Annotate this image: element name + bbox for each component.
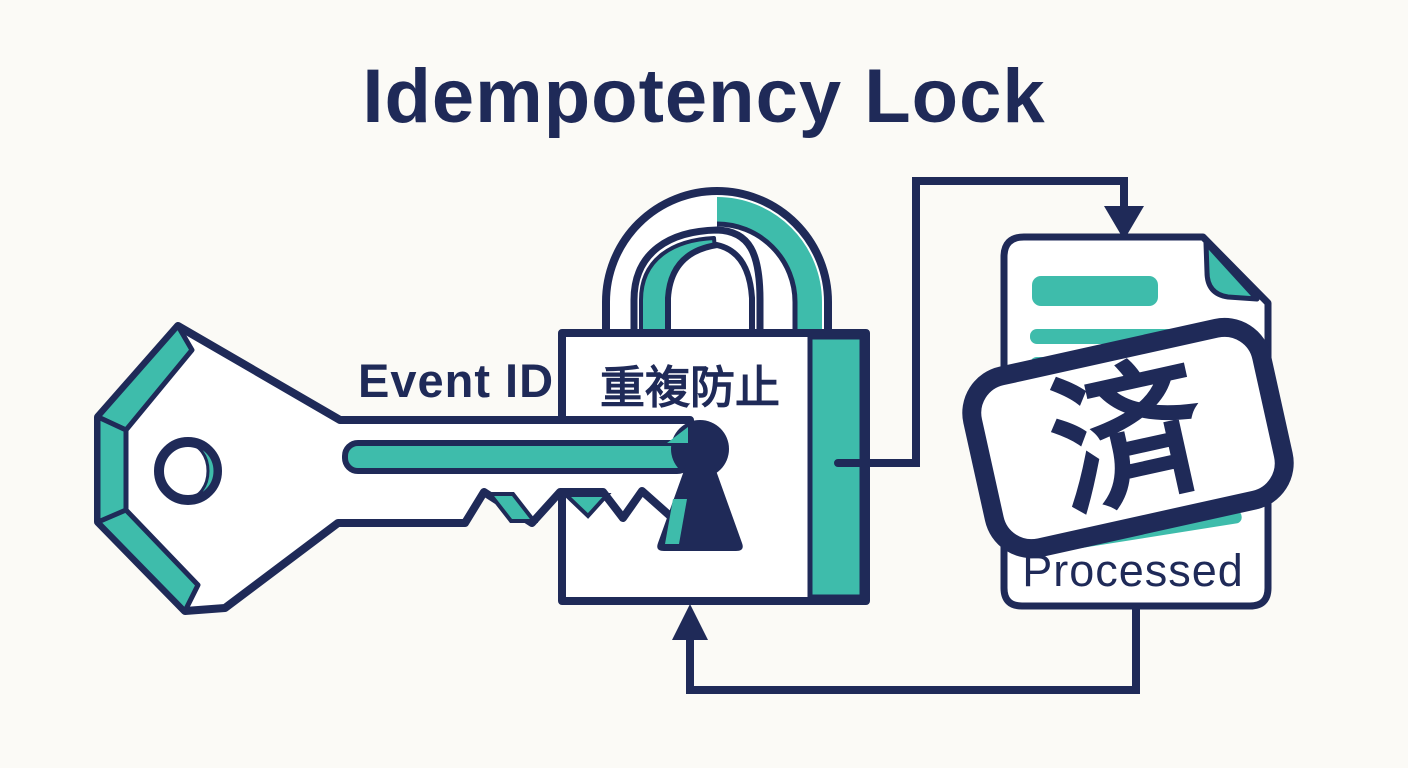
processed-label: Processed — [1022, 545, 1244, 596]
lock-shackle-opening — [665, 242, 755, 339]
document-fold-corner — [1203, 240, 1260, 302]
arrow-line-return — [686, 600, 1140, 694]
key-head-facet-bottom — [95, 507, 201, 614]
arrowhead-down-icon — [1104, 206, 1144, 240]
key-head-facet-left — [95, 414, 129, 525]
keyhole-teal-stripe — [665, 499, 687, 544]
done-stamp-icon: 済 — [962, 317, 1294, 559]
key-blade-bar — [342, 440, 693, 474]
key-tooth-accent-2 — [561, 493, 612, 519]
document-to-lock-return-arrow — [672, 600, 1140, 694]
key-hole-crescent — [187, 442, 217, 500]
stamp-border — [962, 317, 1294, 559]
lock-shackle-ribbon-edge — [716, 221, 798, 336]
lock-to-document-arrow — [834, 177, 1144, 467]
duplicate-prevention-label: 重複防止 — [600, 362, 780, 413]
arrow-line-forward — [834, 177, 1128, 467]
lock-shackle-teal-ribbon — [716, 197, 822, 336]
key-icon — [94, 322, 694, 615]
page-title: Idempotency Lock — [362, 54, 1045, 139]
arrowhead-up-icon — [672, 604, 708, 640]
key-tooth-accent-1 — [485, 492, 539, 523]
key-tip-accent — [667, 427, 688, 443]
keyhole-icon — [657, 420, 743, 551]
document-text-line-1 — [1032, 276, 1158, 306]
stamp-kanji-label: 済 — [1036, 339, 1222, 538]
event-id-label: Event ID — [358, 354, 554, 407]
key-hole — [154, 437, 222, 505]
